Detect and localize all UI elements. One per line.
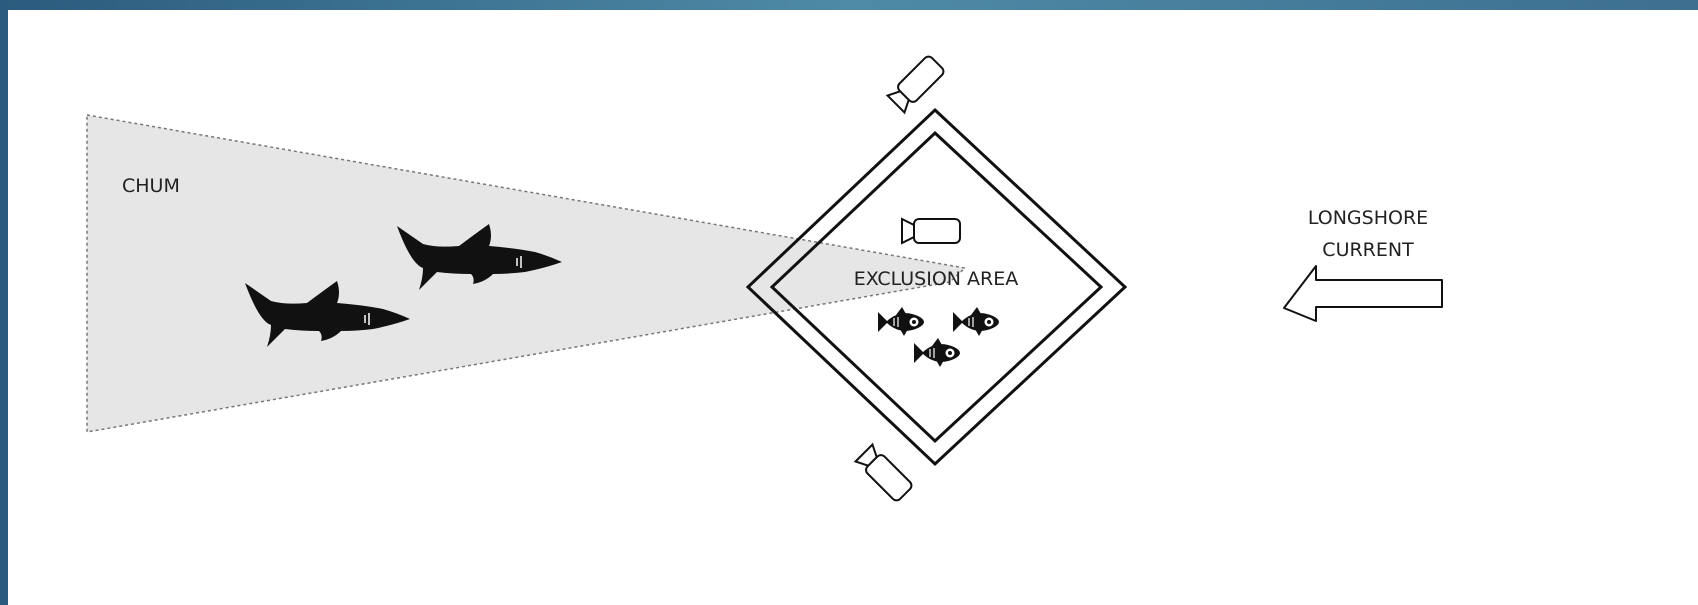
chum-label: CHUM [122,175,180,197]
fish-icon [953,307,999,336]
current-label-line2: CURRENT [1322,239,1414,261]
fish-icon [914,338,960,367]
chum-area [87,115,965,432]
camera-icon [902,219,960,243]
current-label-line1: LONGSHORE [1308,207,1428,229]
camera-icon [888,55,946,113]
current-arrow-icon [1284,266,1442,321]
exclusion-area-label: EXCLUSION AREA [854,268,1019,290]
fish-icon [878,307,924,336]
camera-icon [856,445,914,503]
